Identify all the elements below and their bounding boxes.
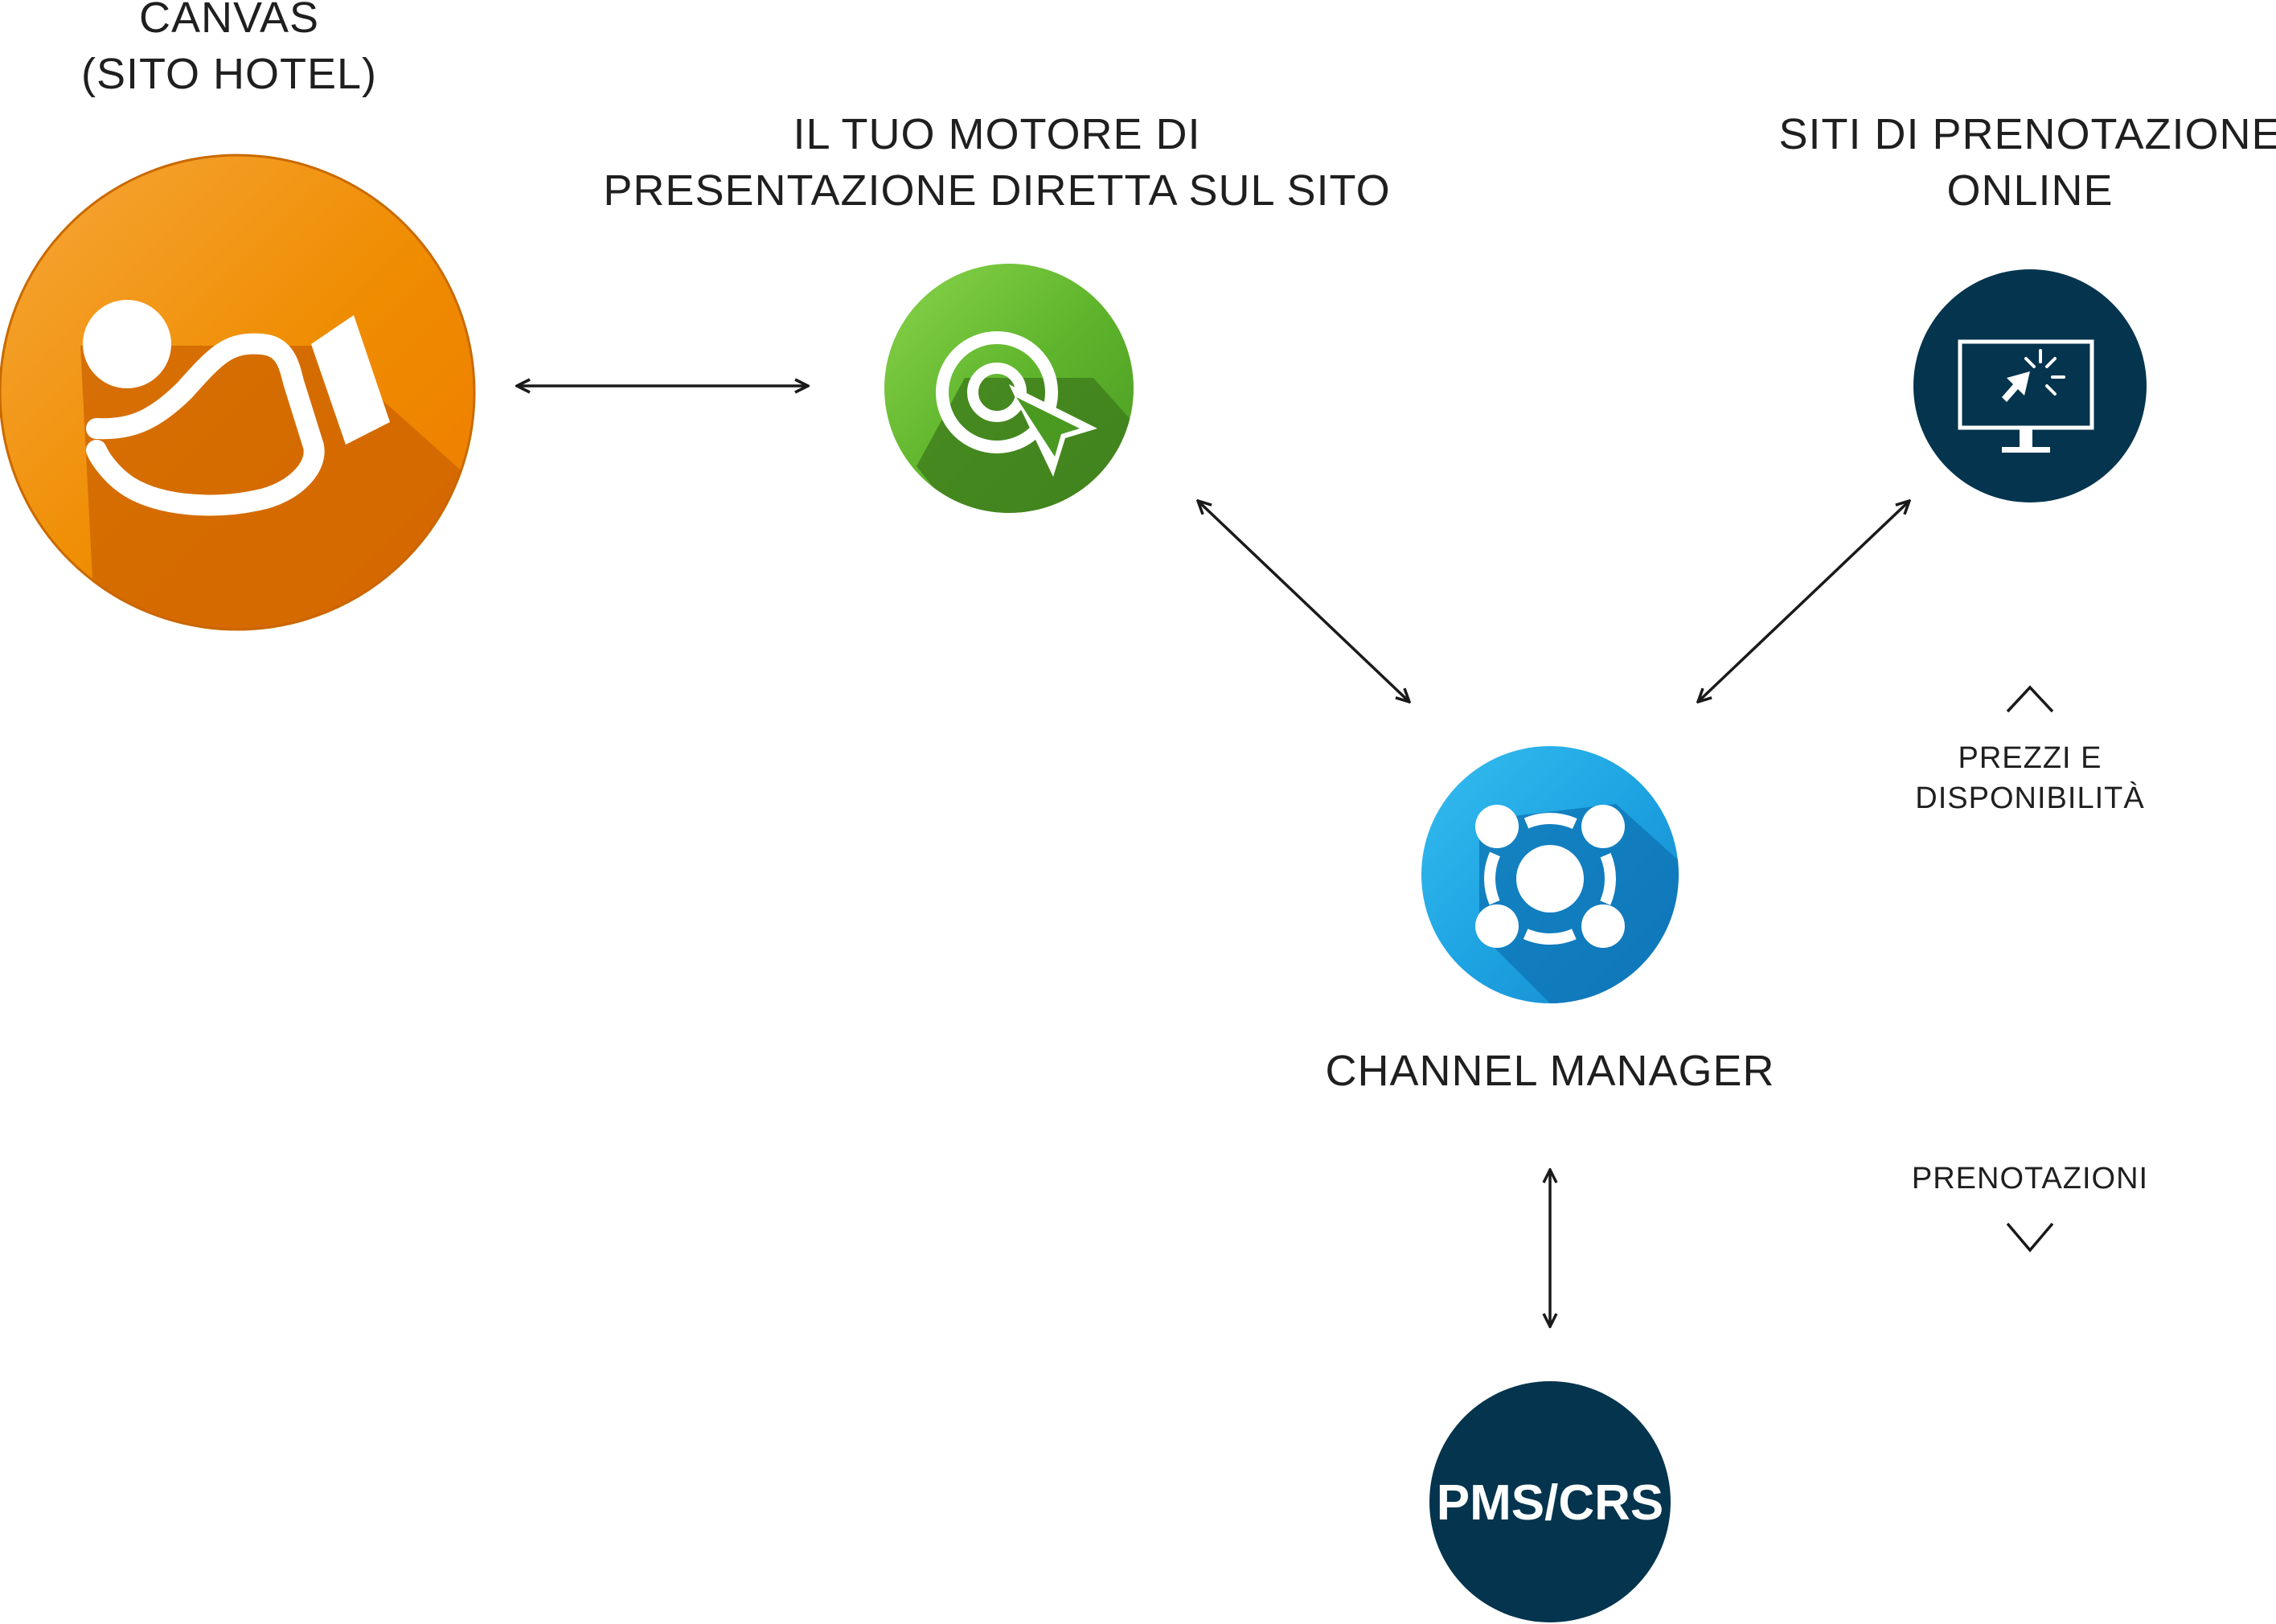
target-cursor-icon [884,264,1134,513]
pen-signature-icon [0,154,476,631]
prices-availability-label-line2: DISPONIBILITÀ [1915,781,2144,815]
connector-engine-channel-manager [1198,501,1409,702]
channel-manager-label: CHANNEL MANAGER [1325,1047,1774,1095]
booking-sites-node: SITI DI PRENOTAZIONE ONLINE [1778,110,2276,502]
canvas-label-line2: (SITO HOTEL) [81,50,377,98]
chevron-down-icon [2006,1222,2054,1253]
booking-sites-label-line2: ONLINE [1946,166,2113,215]
prices-availability-label-line1: PREZZI E [1958,741,2102,775]
booking-engine-label-line1: IL TUO MOTORE DI [793,110,1200,158]
connector-sites-channel-manager [1698,501,1909,702]
canvas-label-line1: CANVAS [139,0,319,42]
booking-sites-label-line1: SITI DI PRENOTAZIONE [1778,110,2276,158]
booking-engine-label-line2: PRESENTAZIONE DIRETTA SUL SITO [603,166,1390,215]
booking-engine-node: IL TUO MOTORE DI PRESENTAZIONE DIRETTA S… [603,110,1390,513]
canvas-node: CANVAS (SITO HOTEL) [0,0,476,631]
pms-crs-label: PMS/CRS [1437,1475,1663,1531]
network-hub-icon [1421,746,1679,1003]
monitor-click-icon [1913,269,2147,502]
channel-manager-node: CHANNEL MANAGER [1325,746,1774,1095]
pms-crs-node: PMS/CRS [1429,1381,1671,1622]
reservations-label: PRENOTAZIONI [1912,1162,2148,1195]
chevron-up-icon [2006,685,2054,713]
